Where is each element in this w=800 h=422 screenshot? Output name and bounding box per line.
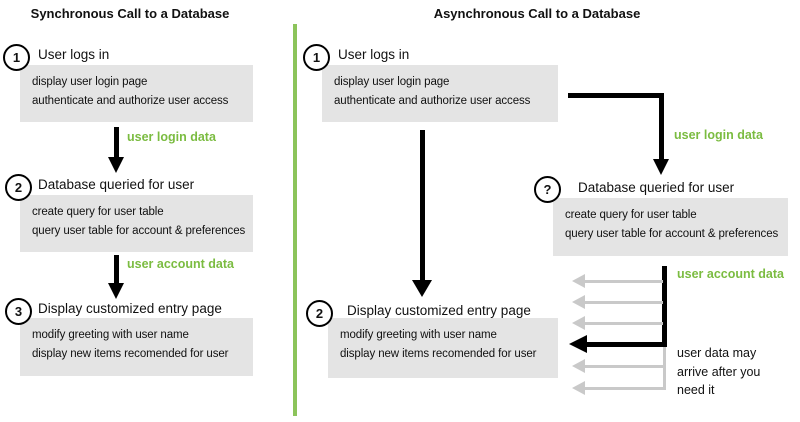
- step-number: 2: [14, 180, 23, 195]
- box-line: display user login page: [32, 76, 148, 88]
- box-line: authenticate and authorize user access: [334, 95, 531, 107]
- left-step-2-box: create query for user table query user t…: [20, 195, 253, 252]
- right-step-1-box: display user login page authenticate and…: [322, 65, 558, 122]
- step-number: 1: [12, 50, 21, 65]
- note-line: arrive after you: [677, 364, 761, 379]
- divider-line: [293, 24, 297, 416]
- user-login-data-label: user login data: [674, 128, 763, 142]
- note-text: user data may arrive after you need it: [677, 344, 760, 400]
- user-account-data-label: user account data: [127, 257, 234, 271]
- box-line: modify greeting with user name: [340, 329, 497, 341]
- left-step-2-heading: Database queried for user: [38, 177, 195, 192]
- box-line: create query for user table: [32, 206, 164, 218]
- step-number: 2: [315, 306, 324, 321]
- left-step-1-badge: 1: [3, 44, 30, 71]
- left-step-1-box: display user login page authenticate and…: [20, 65, 253, 122]
- box-line: modify greeting with user name: [32, 329, 189, 341]
- left-step-3-heading: Display customized entry page: [38, 301, 222, 316]
- left-step-2-badge: 2: [5, 174, 32, 201]
- box-line: display user login page: [334, 76, 450, 88]
- question-mark: ?: [543, 182, 552, 197]
- right-step-1-badge: 1: [303, 44, 330, 71]
- left-step-3-badge: 3: [5, 298, 32, 325]
- gray-connector-line: [663, 347, 666, 390]
- right-step-db-box: create query for user table query user t…: [553, 198, 788, 256]
- note-line: need it: [677, 383, 715, 397]
- note-line: user data may: [677, 346, 757, 360]
- step-number: 3: [14, 304, 23, 319]
- right-step-2-box: modify greeting with user name display n…: [328, 318, 558, 378]
- box-line: query user table for account & preferenc…: [32, 225, 246, 237]
- right-step-2-heading: Display customized entry page: [347, 303, 531, 318]
- left-step-1-heading: User logs in: [38, 47, 110, 62]
- question-badge: ?: [534, 176, 561, 203]
- left-step-3-box: modify greeting with user name display n…: [20, 318, 253, 376]
- box-line: authenticate and authorize user access: [32, 95, 229, 107]
- box-line: display new items recomended for user: [32, 348, 229, 360]
- step-number: 1: [312, 50, 321, 65]
- user-account-data-label: user account data: [677, 267, 784, 281]
- box-line: display new items recomended for user: [340, 348, 537, 360]
- right-step-2-badge: 2: [306, 300, 333, 327]
- left-title: Synchronous Call to a Database: [30, 6, 230, 21]
- right-title: Asynchronous Call to a Database: [433, 6, 641, 21]
- right-step-1-heading: User logs in: [338, 47, 410, 62]
- user-login-data-label: user login data: [127, 130, 216, 144]
- box-line: create query for user table: [565, 209, 697, 221]
- box-line: query user table for account & preferenc…: [565, 228, 779, 240]
- right-step-db-heading: Database queried for user: [578, 180, 735, 195]
